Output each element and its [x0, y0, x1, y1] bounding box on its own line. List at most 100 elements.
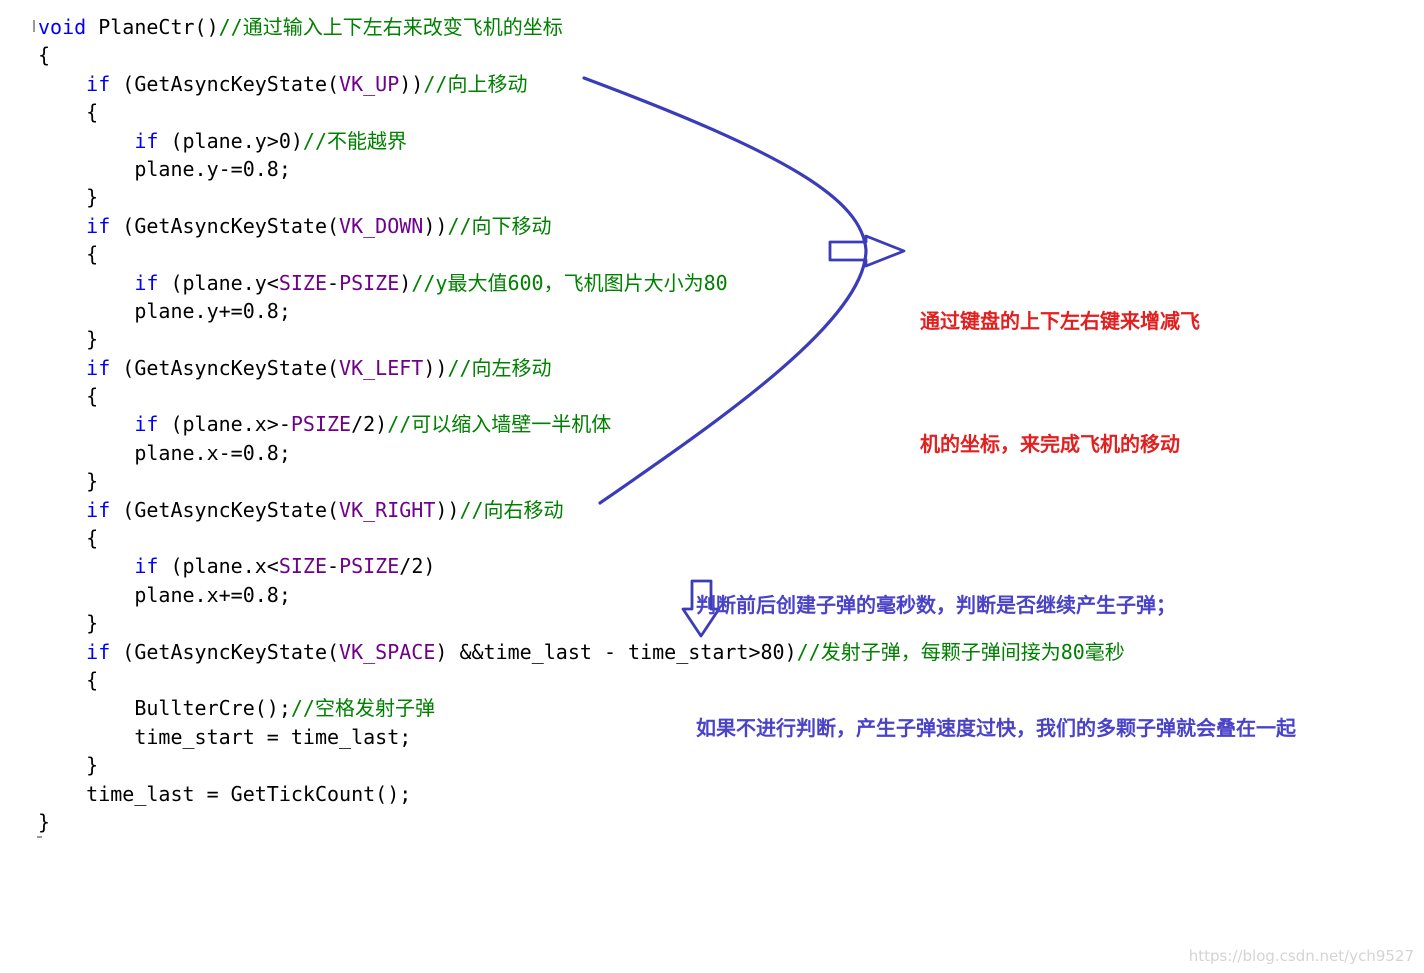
code-token-kw: if — [134, 554, 159, 579]
code-line: BullterCre();//空格发射子弹 — [38, 694, 1125, 722]
watermark: https://blog.csdn.net/ych9527 — [1188, 947, 1414, 965]
code-token-plain: )) — [399, 71, 424, 96]
code-token-kw: if — [134, 412, 159, 437]
code-token-macro: VK_SPACE — [339, 639, 436, 664]
code-token-comment: //向上移动 — [423, 71, 528, 96]
code-line: { — [38, 240, 1125, 268]
code-line: if (plane.x<SIZE-PSIZE/2) — [38, 552, 1125, 580]
code-line: } — [38, 609, 1125, 637]
code-token-plain: } — [38, 753, 99, 778]
code-token-plain: (plane.x< — [158, 554, 279, 579]
code-line: } — [38, 808, 1125, 836]
code-token-plain: { — [38, 242, 99, 267]
code-token-plain: BullterCre(); — [38, 696, 291, 721]
code-token-kw: if — [134, 270, 159, 295]
code-token-plain: } — [38, 469, 99, 494]
code-token-kw: if — [86, 497, 111, 522]
code-line: plane.y+=0.8; — [38, 297, 1125, 325]
code-line: if (plane.x>-PSIZE/2)//可以缩入墙壁一半机体 — [38, 410, 1125, 438]
code-token-macro: VK_UP — [339, 71, 400, 96]
code-token-plain: { — [38, 526, 99, 551]
code-token-plain: - — [327, 270, 340, 295]
code-token-kw: if — [134, 128, 159, 153]
code-line: if (GetAsyncKeyState(VK_SPACE) &&time_la… — [38, 638, 1125, 666]
bracket-curve-arrow — [582, 76, 868, 505]
code-line: { — [38, 666, 1125, 694]
code-line: time_start = time_last; — [38, 723, 1125, 751]
collapse-marker-end — [37, 836, 42, 838]
code-token-plain: } — [38, 809, 51, 834]
keyboard-note: 通过键盘的上下左右键来增减飞 机的坐标，来完成飞机的移动 — [920, 219, 1200, 506]
down-hollow-arrow-icon — [681, 579, 721, 638]
code-token-plain: (plane.x>- — [158, 412, 291, 437]
code-line: { — [38, 98, 1125, 126]
code-token-plain: /2) — [399, 554, 436, 579]
code-token-plain: )) — [423, 355, 448, 380]
code-line: } — [38, 751, 1125, 779]
code-token-kw: if — [86, 355, 111, 380]
code-token-plain: { — [38, 667, 99, 692]
code-token-plain: (GetAsyncKeyState( — [110, 71, 340, 96]
code-token-plain: )) — [423, 213, 448, 238]
code-token-plain: - — [327, 554, 340, 579]
code-line: { — [38, 382, 1125, 410]
code-block: void PlaneCtr()//通过输入上下左右来改变飞机的坐标{ if (G… — [38, 13, 1125, 836]
bullet-note-line1: 判断前后创建子弹的毫秒数，判断是否继续产生子弹； — [696, 593, 1176, 617]
code-token-macro: PSIZE — [339, 270, 400, 295]
code-line: plane.x-=0.8; — [38, 439, 1125, 467]
code-line: plane.x+=0.8; — [38, 581, 1125, 609]
code-token-plain: time_start = time_last; — [38, 724, 412, 749]
code-line: } — [38, 467, 1125, 495]
code-token-kw: if — [86, 639, 111, 664]
code-line: if (GetAsyncKeyState(VK_LEFT))//向左移动 — [38, 354, 1125, 382]
code-token-kw: void — [38, 15, 87, 39]
code-line: void PlaneCtr()//通过输入上下左右来改变飞机的坐标 — [38, 13, 1125, 41]
code-token-plain: ) — [399, 270, 412, 295]
code-line: { — [38, 41, 1125, 69]
code-token-plain: plane.x+=0.8; — [38, 582, 291, 607]
code-line: { — [38, 524, 1125, 552]
code-token-kw: if — [86, 213, 111, 238]
code-line: time_last = GetTickCount(); — [38, 780, 1125, 808]
code-token-macro: SIZE — [278, 270, 328, 295]
code-token-comment: //发射子弹，每颗子弹间接为80毫秒 — [796, 639, 1125, 664]
code-token-plain: (plane.y>0) — [158, 128, 303, 153]
code-token-macro: PSIZE — [339, 554, 400, 579]
code-token-plain: (plane.y< — [158, 270, 279, 295]
code-token-plain: (GetAsyncKeyState( — [110, 497, 340, 522]
code-token-macro: VK_RIGHT — [339, 497, 436, 522]
code-token-plain: { — [38, 43, 51, 68]
code-token-plain: )) — [435, 497, 460, 522]
code-token-comment: //y最大值600，飞机图片大小为80 — [411, 270, 728, 295]
code-token-plain: } — [38, 185, 99, 210]
code-token-comment: //不能越界 — [302, 128, 408, 153]
code-line: if (plane.y<SIZE-PSIZE)//y最大值600，飞机图片大小为… — [38, 269, 1125, 297]
code-token-plain: } — [38, 611, 99, 636]
code-token-plain: { — [38, 100, 99, 125]
code-line: } — [38, 183, 1125, 211]
code-token-comment: //空格发射子弹 — [290, 696, 435, 721]
code-token-plain: PlaneCtr() — [86, 15, 219, 39]
code-line: if (GetAsyncKeyState(VK_UP))//向上移动 — [38, 70, 1125, 98]
code-token-comment: //向右移动 — [459, 497, 564, 522]
code-line: } — [38, 325, 1125, 353]
keyboard-note-line2: 机的坐标，来完成飞机的移动 — [920, 432, 1180, 456]
code-token-macro: SIZE — [278, 554, 328, 579]
code-token-plain: plane.x-=0.8; — [38, 440, 291, 465]
bullet-note: 判断前后创建子弹的毫秒数，判断是否继续产生子弹； 如果不进行判断，产生子弹速度过… — [696, 503, 1296, 790]
code-token-comment: //向下移动 — [447, 213, 552, 238]
code-token-macro: PSIZE — [290, 412, 352, 437]
code-token-plain: /2) — [351, 412, 388, 437]
code-token-plain: (GetAsyncKeyState( — [110, 213, 340, 238]
code-token-comment: //向左移动 — [447, 355, 552, 380]
keyboard-note-line1: 通过键盘的上下左右键来增减飞 — [920, 309, 1200, 333]
code-token-macro: VK_DOWN — [339, 213, 424, 238]
code-line: if (plane.y>0)//不能越界 — [38, 127, 1125, 155]
code-token-plain: { — [38, 384, 99, 409]
code-token-comment: //通过输入上下左右来改变飞机的坐标 — [218, 15, 563, 39]
code-token-plain: plane.y+=0.8; — [38, 298, 291, 323]
collapse-marker — [33, 20, 35, 32]
code-token-comment: //可以缩入墙壁一半机体 — [387, 412, 612, 437]
code-token-plain: time_last = GetTickCount(); — [38, 781, 412, 806]
